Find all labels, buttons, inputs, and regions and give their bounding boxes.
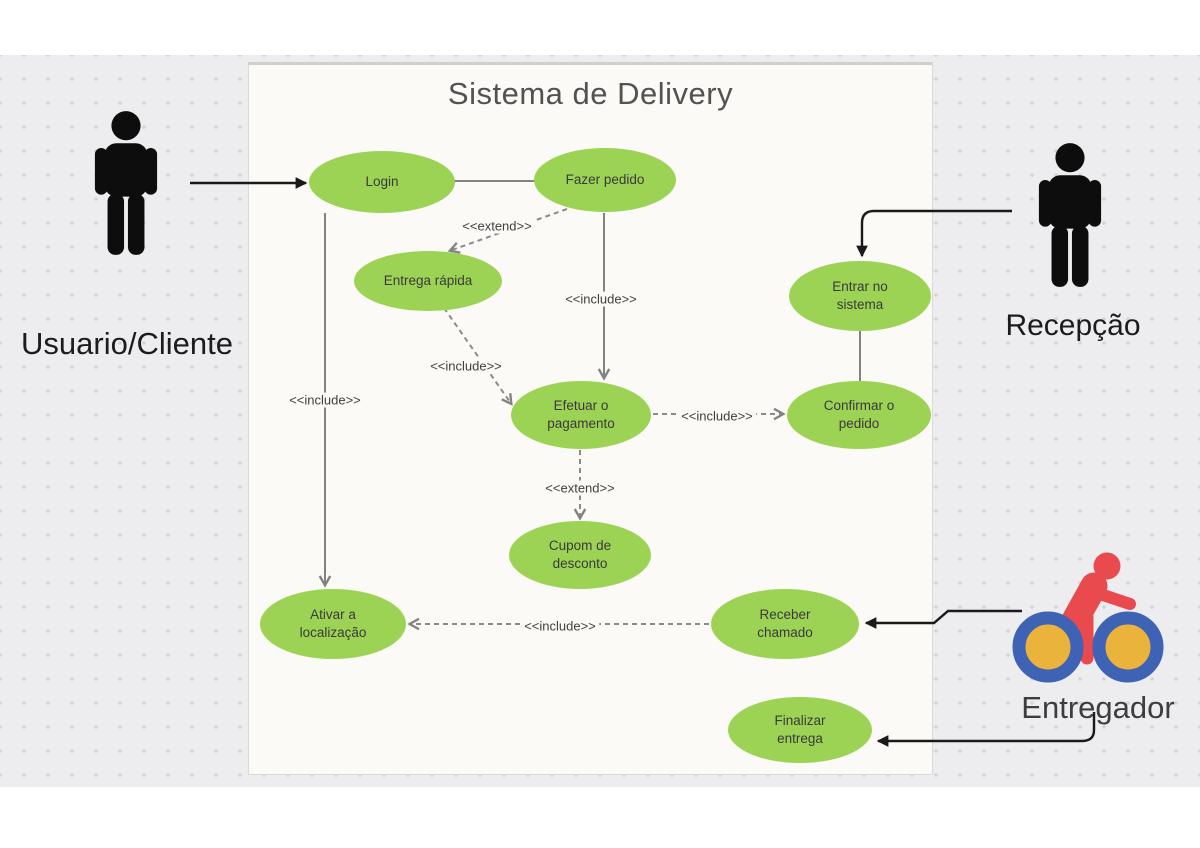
label-include-login-ativar: <<include>>: [286, 392, 364, 408]
use-case-finalizar-entrega[interactable]: Finalizar entrega: [728, 697, 872, 763]
use-case-label: Entrega rápida: [383, 272, 473, 288]
use-case-efetuar-pagamento[interactable]: Efetuar o pagamento: [511, 381, 651, 449]
bike-wheel-icon: [1092, 611, 1164, 683]
use-case-label: Ativar a localização: [299, 606, 367, 640]
use-case-confirmar-pedido[interactable]: Confirmar o pedido: [787, 381, 931, 449]
connector-recepcao-entrar-sistema: [856, 209, 1012, 258]
use-case-login[interactable]: Login: [309, 151, 455, 213]
use-case-label: Efetuar o pagamento: [547, 397, 615, 431]
entregador-label: Entregador: [1021, 690, 1175, 725]
connector-entregador-receber-chamado: [864, 609, 1022, 629]
usuario-person-icon[interactable]: [92, 110, 160, 258]
use-case-receber-chamado[interactable]: Receber chamado: [711, 589, 859, 659]
use-case-cupom-desconto[interactable]: Cupom de desconto: [509, 521, 651, 589]
label-extend-fazer-entrega: <<extend>>: [459, 218, 535, 234]
system-title: Sistema de Delivery: [447, 76, 734, 111]
label-include-entrega-efetuar: <<include>>: [427, 358, 505, 374]
bike-wheel-icon: [1012, 611, 1084, 683]
connector-entregador-finalizar-entrega: [876, 712, 1096, 747]
recepcao-label: Recepção: [1005, 309, 1141, 342]
use-case-fazer-pedido[interactable]: Fazer pedido: [534, 148, 676, 212]
recepcao-person-icon[interactable]: [1036, 142, 1104, 290]
use-case-entrega-rapida[interactable]: Entrega rápida: [354, 251, 502, 311]
usuario-label: Usuario/Cliente: [21, 326, 233, 361]
label-extend-efetuar-cupom: <<extend>>: [542, 480, 618, 496]
use-case-label: Fazer pedido: [565, 171, 645, 187]
use-case-label: Cupom de desconto: [548, 537, 612, 571]
connector-extend-fazer-entrega-rapida: [452, 208, 568, 250]
rider-figure: [1060, 552, 1136, 665]
use-case-label: Entrar no sistema: [832, 278, 888, 312]
use-case-entrar-no-sistema[interactable]: Entrar no sistema: [789, 261, 931, 331]
use-case-label: Login: [365, 173, 399, 189]
label-include-efetuar-confirmar: <<include>>: [678, 408, 756, 424]
label-include-fazer-efetuar: <<include>>: [562, 291, 640, 307]
entregador-cyclist-icon[interactable]: [1003, 545, 1175, 687]
label-include-receber-ativar: <<include>>: [521, 618, 599, 634]
use-case-label: Confirmar o pedido: [823, 397, 895, 431]
use-case-label: Receber chamado: [757, 606, 813, 640]
use-case-label: Finalizar entrega: [774, 712, 826, 746]
connector-include-entrega-efetuar: [443, 307, 510, 402]
use-case-ativar-localizacao[interactable]: Ativar a localização: [260, 589, 406, 659]
